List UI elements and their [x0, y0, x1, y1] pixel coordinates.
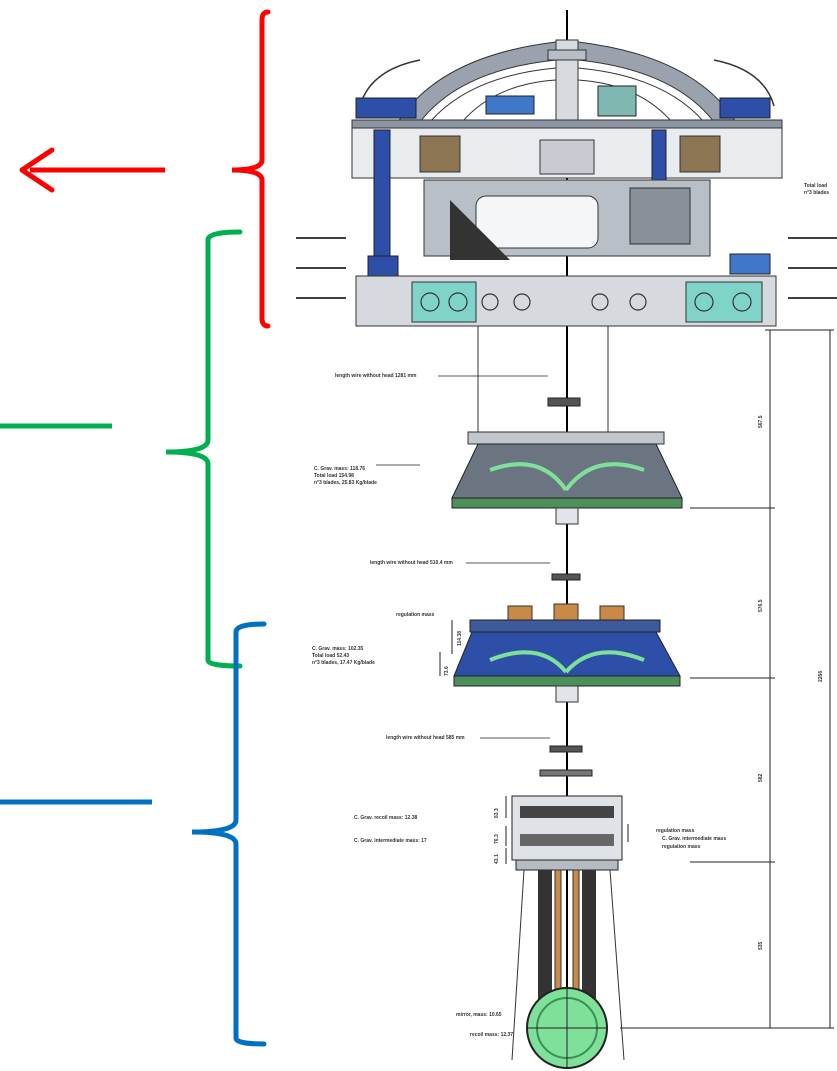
dim-a: 114.38 [457, 630, 463, 646]
regulation-mass-b-label: regulation mass [662, 844, 701, 850]
dim-c: 63.3 [494, 808, 500, 818]
dim-total: 2266 [818, 670, 824, 682]
total-load-1-label: Total load 154.98 [314, 473, 354, 479]
wire-length-3-label: length wire without head 585 mm [386, 735, 465, 741]
wire-length-2-label: length wire without head 510.4 mm [370, 560, 453, 566]
clamp-4 [539, 769, 593, 777]
marionette-assembly [511, 795, 625, 1061]
total-load-top-label: Total load [804, 183, 828, 189]
reference-lines [296, 237, 837, 299]
dim-stage3: 582 [758, 773, 764, 782]
cgrav-intermediate-label: C. Grav. intermediate mass: 17 [354, 838, 427, 844]
dim-stage1: 567.5 [758, 415, 764, 428]
cgrav-recoil-label: C. Grav. recoil mass: 12.38 [354, 815, 418, 821]
top-stage [351, 39, 783, 327]
stage2-wires [477, 326, 609, 432]
blue-bracket [191, 621, 267, 1047]
mirror-mass-label: mirror, mass: 10.65 [456, 1012, 502, 1018]
dimension-lines [439, 329, 834, 1029]
clamp-1 [547, 397, 581, 407]
cgrav-1-label: C. Grav. mass: 118.76 [314, 466, 366, 472]
regulation-mass-a-label: regulation mass [656, 828, 695, 834]
wire-length-1-label: length wire without head 1281 mm [335, 373, 417, 379]
red-bracket [231, 9, 271, 329]
leader-lines [376, 375, 550, 739]
dim-e: 43.1 [494, 854, 500, 864]
blades-1-label: n°3 blades, 25.83 Kg/blade [314, 480, 377, 486]
dim-stage4: 535 [758, 941, 764, 950]
blades-top-label: n°3 blades [804, 190, 830, 196]
red-arrow [19, 147, 165, 193]
filter-stage-2 [453, 603, 681, 703]
blades-2-label: n°3 blades, 17.47 Kg/blade [312, 660, 375, 666]
clamp-2 [551, 573, 581, 581]
recoil-mass-label: recoil mass: 12.37 [470, 1032, 514, 1038]
mirror-mass [526, 987, 608, 1069]
filter-stage-1 [451, 431, 683, 525]
clamp-3 [549, 745, 583, 753]
total-load-2-label: Total load 52.43 [312, 653, 350, 659]
dim-d: 76.3 [494, 834, 500, 844]
cgrav-2-label: C. Grav. mass: 102.35 [312, 646, 364, 652]
cgrav-intermediate-right-label: C. Grav. intermediate mass [662, 836, 727, 842]
regulation-mass-label: regulation mass [396, 612, 435, 618]
green-bracket [165, 229, 243, 669]
dim-stage2: 576.5 [758, 599, 764, 612]
dim-b: 73.6 [444, 666, 450, 676]
